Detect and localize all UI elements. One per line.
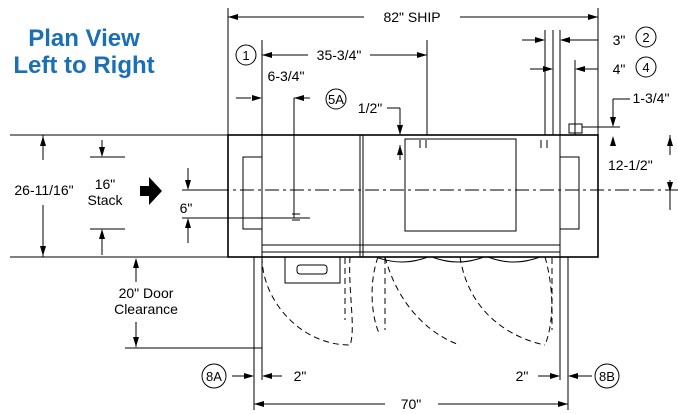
ship-dimension: [227, 8, 599, 135]
stack-dimension: [90, 140, 125, 255]
dim-1-2: [387, 107, 403, 160]
callout-8a-label: 8A: [206, 369, 222, 384]
callout-4-label: 4: [642, 60, 649, 75]
dim-4-label: 4": [613, 61, 626, 77]
stack-value: 16": [95, 176, 116, 192]
callout-5a-circle: [325, 88, 347, 110]
bottom-dimensions: [232, 257, 592, 410]
dim-6: [182, 168, 310, 243]
door-clearance-dimension: [125, 258, 262, 349]
airflow-arrow-icon: [140, 177, 162, 205]
width-70-label: 70": [401, 396, 422, 412]
dim-6-3-4-label: 6-3/4": [268, 68, 305, 84]
dim-35-3-4-label: 35-3/4": [317, 47, 362, 63]
dim-12-1-2: [667, 135, 673, 210]
callout-8b-circle: [594, 363, 620, 389]
callout-4-circle: [635, 56, 657, 78]
callout-2-label: 2: [642, 30, 649, 45]
callout-5a-label: 5A: [328, 92, 344, 107]
left-2-label: 2": [294, 368, 307, 384]
dim-35-3-4: [261, 40, 428, 135]
depth-label: 26-11/16": [14, 182, 73, 198]
door-clearance-label: Clearance: [114, 301, 178, 317]
callout-8b-label: 8B: [599, 369, 615, 384]
callout-1-circle: [235, 44, 257, 66]
drawer: [284, 256, 341, 284]
callout-8a-circle: [201, 363, 227, 389]
dim-6-3-4: [236, 95, 310, 218]
callout-2-circle: [635, 26, 657, 48]
unit-body: [227, 123, 599, 258]
dim-12-1-2-label: 12-1/2": [608, 157, 653, 173]
dim-1-3-4: [582, 98, 630, 146]
title-line-2: Left to Right: [13, 52, 154, 79]
dim-1-3-4-label: 1-3/4": [633, 90, 670, 106]
right-2-label: 2": [516, 368, 529, 384]
dim-3-and-4: [522, 30, 598, 135]
dim-3-label: 3": [613, 32, 626, 48]
depth-dimension: [10, 134, 228, 258]
door-clearance-value: 20" Door: [119, 285, 174, 301]
door-swings: [261, 256, 553, 346]
callout-1-label: 1: [242, 48, 249, 63]
title-line-1: Plan View: [28, 25, 140, 52]
dim-1-2-label: 1/2": [358, 100, 382, 116]
stack-label: Stack: [87, 192, 123, 208]
dim-6-label: 6": [180, 200, 193, 216]
ship-dimension-label: 82" SHIP: [383, 9, 440, 25]
